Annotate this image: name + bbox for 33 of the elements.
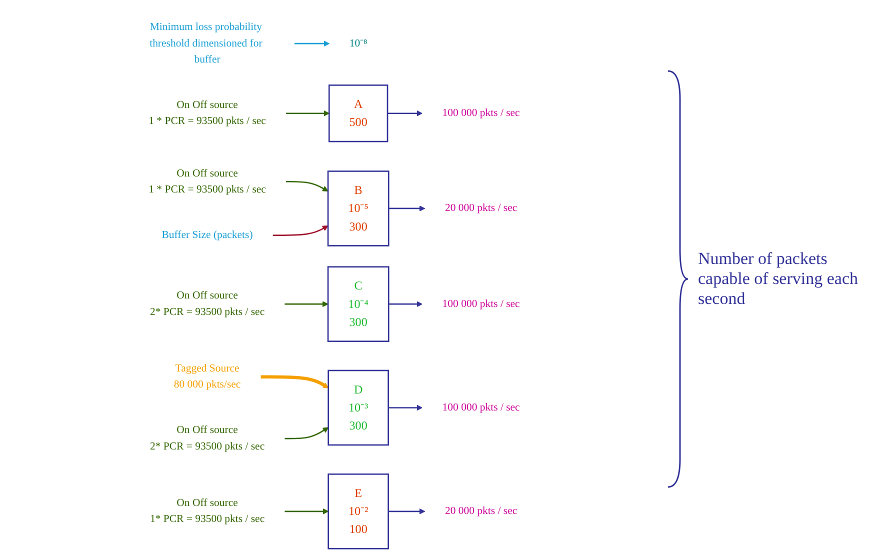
text-label: 10⁻⁸ xyxy=(349,37,368,48)
annotation-text: Number of packets capable of serving each second xyxy=(698,248,859,308)
arrow xyxy=(388,110,422,116)
queue-buffer: E 10⁻² 100 xyxy=(328,473,389,549)
text-label: 100 000 pkts / sec xyxy=(442,401,520,413)
arrow xyxy=(286,180,328,191)
text-label: 100 000 pkts / sec xyxy=(442,106,520,118)
arrow xyxy=(388,205,426,211)
arrow xyxy=(284,426,329,439)
arrow xyxy=(284,300,328,307)
queue-buffer: D 10⁻³ 300 xyxy=(328,369,389,446)
text-label: Buffer Size (packets) xyxy=(162,228,253,240)
text-label: On Off source 1* PCR = 93500 pkts / sec xyxy=(150,496,265,524)
text-label: On Off source 1 * PCR = 93500 pkts / sec xyxy=(148,98,266,126)
text-label: On Off source 1 * PCR = 93500 pkts / sec xyxy=(148,167,266,195)
queue-buffer: B 10⁻⁵ 300 xyxy=(327,170,390,246)
queue-buffer: C 10⁻⁴ 300 xyxy=(327,266,390,342)
arrow xyxy=(286,110,330,116)
text-label: Tagged Source 80 000 pkts/sec xyxy=(174,362,241,390)
arrow xyxy=(272,224,328,236)
arrow xyxy=(260,374,329,388)
text-label: 20 000 pkts / sec xyxy=(444,504,518,516)
arrow xyxy=(388,508,426,514)
text-label: On Off source 2* PCR = 93500 pkts / sec xyxy=(150,424,265,452)
text-label: On Off source 2* PCR = 93500 pkts / sec xyxy=(150,289,265,317)
text-label: Minimum loss probability threshold dimensioned for buffer xyxy=(150,20,262,65)
queue-buffer: A 500 xyxy=(328,84,388,142)
text-label: 20 000 pkts / sec xyxy=(444,202,518,214)
text-label: 100 000 pkts / sec xyxy=(442,298,520,309)
arrow xyxy=(284,508,329,514)
arrow xyxy=(388,300,422,307)
arrow xyxy=(294,40,330,46)
arrow xyxy=(388,404,422,410)
